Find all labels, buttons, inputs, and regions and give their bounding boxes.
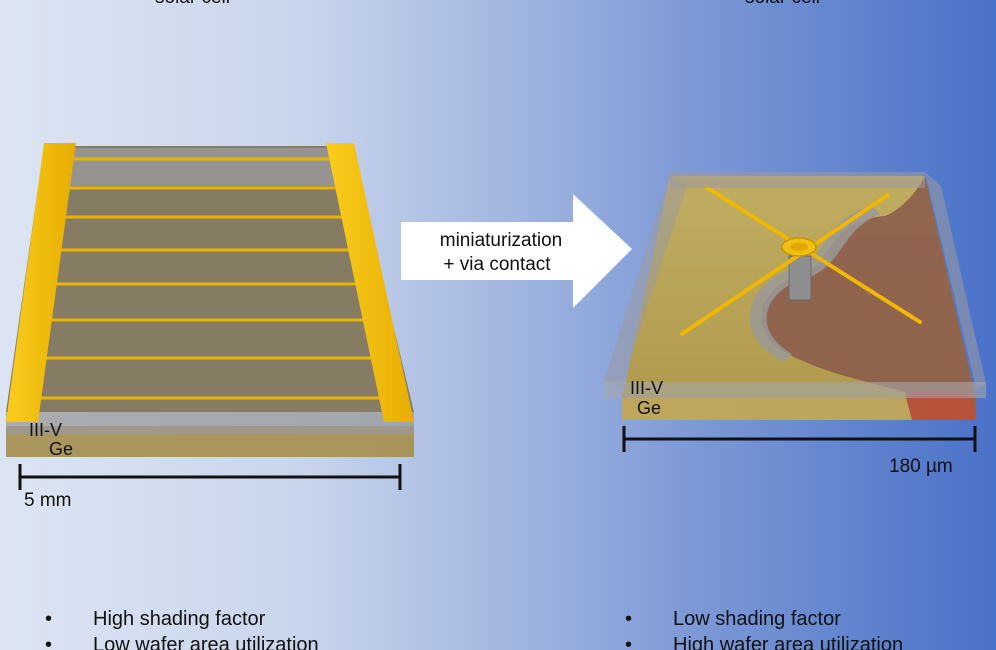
arrow-label-line2: + via contact xyxy=(443,254,551,275)
right-bullet-item: High wafer area utilization xyxy=(617,632,903,650)
finger-grid xyxy=(32,157,386,400)
iii-v-layer-side xyxy=(6,412,414,434)
iii-v-layer-side xyxy=(604,382,986,398)
contact-pad xyxy=(905,394,976,420)
cell-top-shade xyxy=(62,148,340,186)
cell-top-surface xyxy=(6,146,414,412)
scale-bar-5mm xyxy=(18,464,402,490)
right-iii-v-label: III-V xyxy=(630,378,664,398)
scale-bar-180um xyxy=(622,426,977,452)
box-left-wall xyxy=(604,172,686,386)
left-bullet-item: High shading factor xyxy=(37,606,319,632)
miniaturized-solar-cell xyxy=(604,172,986,452)
right-bullet-list: Low shading factor High wafer area utili… xyxy=(617,606,903,650)
cross-fingers xyxy=(680,185,922,336)
left-cell-title: solar cell xyxy=(155,0,230,9)
box-back-wall xyxy=(670,172,925,188)
left-bullet-list: High shading factor Low wafer area utili… xyxy=(37,606,319,650)
via-contact xyxy=(788,255,812,301)
left-bullet-item: Low wafer area utilization xyxy=(37,632,319,650)
right-ge-label: Ge xyxy=(637,398,662,418)
conventional-solar-cell xyxy=(6,143,414,490)
miniaturization-arrow xyxy=(401,194,632,308)
arrow-label-line1: miniaturization xyxy=(439,230,563,251)
back-contact-region xyxy=(760,176,976,418)
left-iii-v-label: III-V xyxy=(29,420,63,440)
right-scale-label: 180 µm xyxy=(889,456,953,477)
isolation-trench xyxy=(749,206,880,362)
left-ge-label: Ge xyxy=(49,439,74,459)
right-cell-title: solar cell xyxy=(745,0,820,9)
right-bullet-item: Low shading factor xyxy=(617,606,903,632)
left-scale-label: 5 mm xyxy=(24,490,72,511)
right-busbar xyxy=(326,143,414,422)
ge-layer-side xyxy=(622,398,976,420)
left-busbar xyxy=(6,143,76,422)
box-right-wall xyxy=(925,172,986,388)
